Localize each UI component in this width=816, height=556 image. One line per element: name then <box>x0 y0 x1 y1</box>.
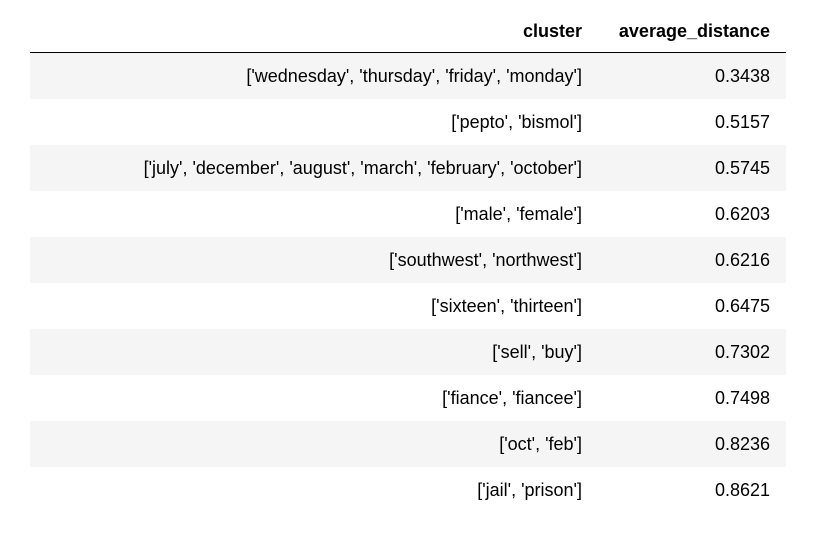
table-row: ['july', 'december', 'august', 'march', … <box>30 145 786 191</box>
table-row: ['sell', 'buy'] 0.7302 <box>30 329 786 375</box>
average-distance-cell: 0.8236 <box>590 421 786 467</box>
average-distance-cell: 0.6203 <box>590 191 786 237</box>
average-distance-cell: 0.5745 <box>590 145 786 191</box>
average-distance-cell: 0.6475 <box>590 283 786 329</box>
cluster-cell: ['oct', 'feb'] <box>30 421 590 467</box>
cluster-cell: ['fiance', 'fiancee'] <box>30 375 590 421</box>
cluster-cell: ['sixteen', 'thirteen'] <box>30 283 590 329</box>
table-row: ['wednesday', 'thursday', 'friday', 'mon… <box>30 52 786 99</box>
cluster-cell: ['sell', 'buy'] <box>30 329 590 375</box>
average-distance-cell: 0.6216 <box>590 237 786 283</box>
average-distance-cell: 0.7302 <box>590 329 786 375</box>
average-distance-cell: 0.5157 <box>590 99 786 145</box>
cluster-cell: ['southwest', 'northwest'] <box>30 237 590 283</box>
average-distance-cell: 0.8621 <box>590 467 786 513</box>
column-header-cluster: cluster <box>30 10 590 53</box>
table-row: ['pepto', 'bismol'] 0.5157 <box>30 99 786 145</box>
cluster-cell: ['male', 'female'] <box>30 191 590 237</box>
table-row: ['male', 'female'] 0.6203 <box>30 191 786 237</box>
average-distance-cell: 0.7498 <box>590 375 786 421</box>
table-row: ['sixteen', 'thirteen'] 0.6475 <box>30 283 786 329</box>
dataframe-output: cluster average_distance ['wednesday', '… <box>30 10 786 513</box>
cluster-cell: ['jail', 'prison'] <box>30 467 590 513</box>
table-row: ['fiance', 'fiancee'] 0.7498 <box>30 375 786 421</box>
table-row: ['southwest', 'northwest'] 0.6216 <box>30 237 786 283</box>
average-distance-cell: 0.3438 <box>590 52 786 99</box>
table-header: cluster average_distance <box>30 10 786 53</box>
table-row: ['jail', 'prison'] 0.8621 <box>30 467 786 513</box>
header-row: cluster average_distance <box>30 10 786 53</box>
cluster-cell: ['wednesday', 'thursday', 'friday', 'mon… <box>30 52 590 99</box>
table-body: ['wednesday', 'thursday', 'friday', 'mon… <box>30 52 786 513</box>
table-row: ['oct', 'feb'] 0.8236 <box>30 421 786 467</box>
cluster-distance-table: cluster average_distance ['wednesday', '… <box>30 10 786 513</box>
column-header-average-distance: average_distance <box>590 10 786 53</box>
cluster-cell: ['pepto', 'bismol'] <box>30 99 590 145</box>
cluster-cell: ['july', 'december', 'august', 'march', … <box>30 145 590 191</box>
